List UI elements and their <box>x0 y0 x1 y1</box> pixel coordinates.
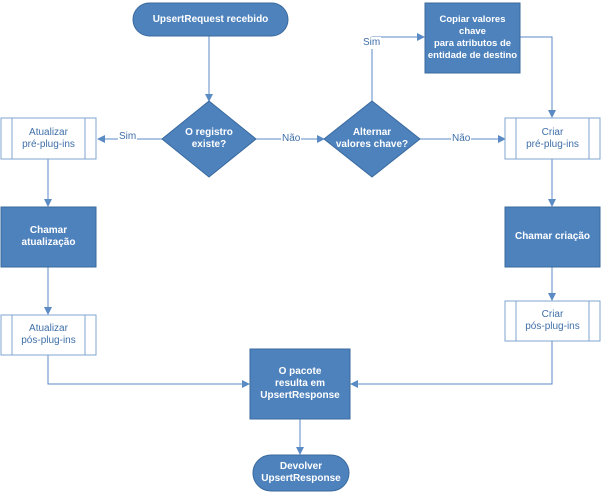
node-decision-alternate-shape <box>323 100 421 178</box>
edge-label-nao-exists: Não <box>281 133 302 145</box>
node-update-post-label: Atualizar pós-plug-ins <box>21 323 76 346</box>
node-end-label: Devolver UpsertResponse <box>261 461 341 484</box>
edge-copy-to-create-pre <box>520 36 556 118</box>
node-decision-alternate-label: Alternar valores chave? <box>335 127 409 150</box>
edge-create-post-to-result <box>350 341 553 388</box>
node-create-pre-shape <box>504 117 601 160</box>
node-end-shape <box>252 454 350 492</box>
edge-label-sim-up: Sim <box>362 37 382 49</box>
node-copy-keys-shape <box>424 2 521 74</box>
light-shapes <box>0 117 601 356</box>
node-update-pre-label: Atualizar pré-plug-ins <box>22 126 75 150</box>
edge-label-sim-left: Sim <box>118 131 138 143</box>
node-copy-keys-label: Copiar valores chave para atributos de e… <box>427 14 518 61</box>
node-update-post-shape <box>0 314 97 356</box>
node-call-create-label: Chamar criação <box>514 231 591 242</box>
node-start-shape <box>132 2 289 37</box>
node-result-shape <box>249 348 351 420</box>
node-create-post-label: Criar pós-plug-ins <box>525 309 580 332</box>
node-call-update-label: Chamar atualização <box>21 225 76 248</box>
node-create-post-shape <box>504 300 601 342</box>
node-start-label: UpsertRequest recebido <box>152 13 269 25</box>
node-decision-exists-label: O registro existe? <box>185 127 233 150</box>
node-update-pre-shape <box>0 117 97 160</box>
node-decision-exists-shape <box>161 100 257 178</box>
node-call-update-shape <box>0 206 97 268</box>
edge-label-nao-alternate: Não <box>451 133 472 145</box>
node-call-create-shape <box>504 206 601 268</box>
node-result-label: O pacote resulta em UpsertResponse <box>260 366 340 401</box>
edge-update-post-to-result <box>47 355 250 388</box>
node-create-pre-label: Criar pré-plug-ins <box>526 126 579 150</box>
